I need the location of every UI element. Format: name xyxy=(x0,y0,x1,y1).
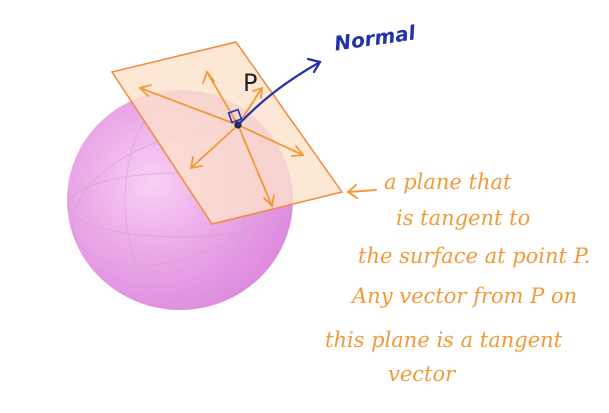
annotation-line: Any vector from P on xyxy=(352,284,578,308)
annotation-line: vector xyxy=(388,362,456,386)
right-angle-marker xyxy=(227,108,243,124)
annotation-line: this plane is a tangent xyxy=(325,328,563,352)
tangent-vectors xyxy=(138,70,305,208)
annotation-line: a plane that xyxy=(384,170,512,194)
tangent-plane xyxy=(110,41,344,225)
annotation-line: the surface at point P. xyxy=(358,244,591,268)
normal-vector-arrow xyxy=(236,57,322,127)
annotation-line: is tangent to xyxy=(396,206,531,230)
annotation-pointer-arrow xyxy=(346,184,377,199)
point-p-label: P xyxy=(243,69,258,97)
